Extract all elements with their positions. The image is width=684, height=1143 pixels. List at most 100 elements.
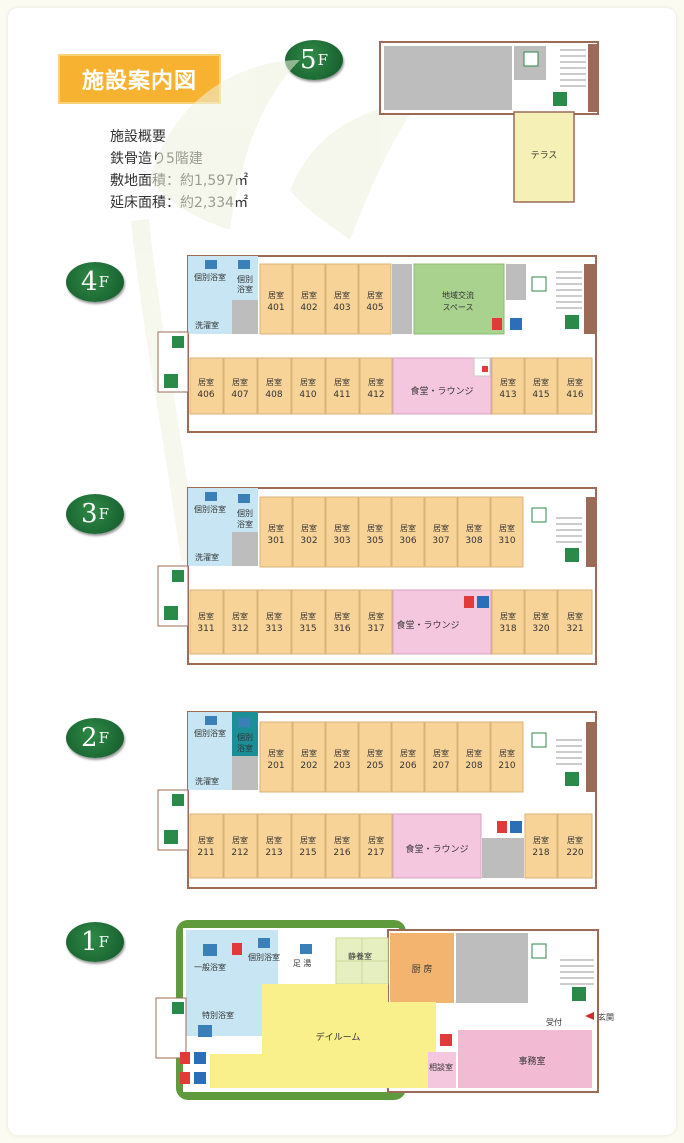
- room-label: 居室: [368, 835, 384, 845]
- room-number: 411: [333, 390, 350, 400]
- room-label: 居室: [268, 748, 284, 758]
- room-label: 居室: [466, 523, 482, 533]
- room-number: 210: [498, 761, 515, 771]
- room-401: [259, 263, 293, 335]
- floor-number: 1: [81, 927, 98, 957]
- emergency-exit-icon: [565, 548, 579, 562]
- room-402: [292, 263, 326, 335]
- laundry-label: 洗濯室: [195, 320, 219, 330]
- community-space-label: スペース: [442, 303, 473, 312]
- room-label: 居室: [301, 523, 317, 533]
- room-number: 316: [333, 624, 350, 634]
- room-number: 208: [465, 761, 482, 771]
- room-label: 居室: [232, 835, 248, 845]
- 4f-utility: [392, 264, 412, 334]
- private-bath-label: 個別浴室: [248, 952, 280, 962]
- emergency-exit-icon: [164, 374, 178, 388]
- emergency-exit-icon: [553, 92, 567, 106]
- room-number: 312: [231, 624, 248, 634]
- room-number: 321: [566, 624, 583, 634]
- room-label: 居室: [300, 377, 316, 387]
- room-number: 218: [532, 848, 549, 858]
- room-number: 318: [499, 624, 516, 634]
- footbath-label: 足 湯: [293, 958, 312, 968]
- emergency-exit-icon: [565, 315, 579, 329]
- room-406: [189, 357, 224, 415]
- room-306: [391, 496, 425, 568]
- room-number: 217: [367, 848, 384, 858]
- room-202: [292, 721, 326, 793]
- 3f-wall-accent: [586, 497, 596, 567]
- floor-plan-4f: 個別浴室 個別 浴室 洗濯室 居室 401 居室 402 居室 403 居室 4…: [157, 255, 597, 433]
- page-title: 施設案内図: [58, 54, 221, 104]
- room-416: [557, 357, 593, 415]
- room-321: [557, 589, 593, 655]
- room-310: [490, 496, 524, 568]
- special-bath-label: 特別浴室: [202, 1010, 234, 1020]
- room-label: 居室: [400, 748, 416, 758]
- room-label: 居室: [232, 377, 248, 387]
- room-label: 居室: [500, 377, 516, 387]
- room-number: 202: [300, 761, 317, 771]
- room-302: [292, 496, 326, 568]
- room-label: 居室: [567, 611, 583, 621]
- 4f-laundry: [188, 300, 232, 334]
- laundry-label: 洗濯室: [195, 776, 219, 786]
- entrance-arrow-icon: [585, 1012, 594, 1020]
- private-bath-label: 浴室: [237, 743, 253, 753]
- room-number: 407: [231, 390, 248, 400]
- room-number: 402: [300, 303, 317, 313]
- room-label: 居室: [367, 290, 383, 300]
- room-label: 居室: [567, 835, 583, 845]
- rest-room-label: 静養室: [348, 951, 372, 961]
- room-number: 307: [432, 536, 449, 546]
- room-311: [189, 589, 224, 655]
- private-bath-label: 個別浴室: [194, 728, 226, 738]
- room-label: 居室: [500, 611, 516, 621]
- floor-suffix: F: [98, 273, 109, 291]
- room-317: [359, 589, 393, 655]
- room-number: 203: [333, 761, 350, 771]
- terrace: [513, 111, 575, 203]
- dining-lounge: [392, 589, 492, 655]
- floor-number: 2: [81, 723, 98, 753]
- room-number: 308: [465, 536, 482, 546]
- room-label: 居室: [198, 835, 214, 845]
- room-label: 居室: [198, 377, 214, 387]
- room-number: 301: [267, 536, 284, 546]
- 3f-stairs: [556, 517, 582, 543]
- room-206: [391, 721, 425, 793]
- floor-number: 3: [81, 499, 98, 529]
- bath-icon: [258, 938, 270, 948]
- room-number: 207: [432, 761, 449, 771]
- room-313: [257, 589, 292, 655]
- room-label: 居室: [334, 835, 350, 845]
- overview-heading: 施設概要: [110, 129, 166, 145]
- emergency-exit-icon: [565, 772, 579, 786]
- room-label: 居室: [300, 835, 316, 845]
- room-415: [524, 357, 558, 415]
- bath-icon: [205, 492, 217, 501]
- emergency-exit-icon: [164, 606, 178, 620]
- 4f-storage: [232, 300, 258, 334]
- accessible-toilet-icon: [194, 1072, 206, 1084]
- room-216: [325, 813, 360, 879]
- toilet-icon: [464, 596, 474, 608]
- dayroom-label: デイルーム: [316, 1031, 361, 1043]
- floor-number: 4: [81, 267, 98, 297]
- room-label: 居室: [334, 523, 350, 533]
- 5f-wall-accent: [588, 44, 598, 112]
- dining-lounge: [392, 813, 482, 879]
- exit-sign-icon: [172, 794, 184, 806]
- room-number: 311: [197, 624, 214, 634]
- floor-suffix: F: [98, 505, 109, 523]
- room-218: [524, 813, 558, 879]
- room-label: 居室: [301, 748, 317, 758]
- room-number: 306: [399, 536, 416, 546]
- room-205: [358, 721, 392, 793]
- elevator-icon: [531, 507, 547, 523]
- reception-desk: [540, 1012, 568, 1030]
